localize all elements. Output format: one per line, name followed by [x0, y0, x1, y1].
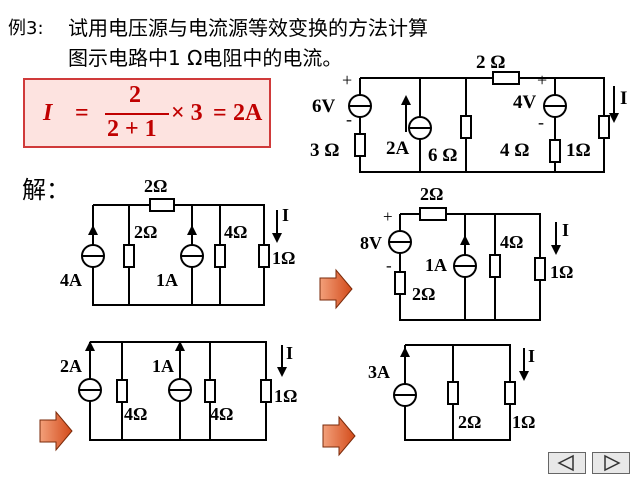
d-label-1ohm: 1Ω: [512, 412, 536, 432]
main-resistor-1ohm: [598, 115, 610, 139]
b-label-minus: -: [386, 256, 392, 275]
main-label-top-res: 2 Ω: [476, 52, 506, 73]
main-label-current: I: [620, 88, 628, 109]
a-label-2ohm: 2Ω: [134, 222, 158, 242]
a-label-4a: 4A: [60, 270, 82, 290]
circuit-b: [388, 207, 561, 321]
next-slide-button[interactable]: [592, 452, 630, 474]
formula-result: 2A: [233, 100, 263, 126]
main-label-1ohm: 1Ω: [566, 140, 591, 161]
a-label-4ohm: 4Ω: [224, 222, 248, 242]
main-label-6v: 6V: [312, 96, 336, 117]
formula-eq2: =: [213, 100, 227, 126]
main-label-3ohm: 3 Ω: [310, 140, 340, 161]
a-label-1a: 1A: [156, 270, 178, 290]
arrow-right-1: [319, 268, 353, 310]
transform-arrows: [39, 268, 356, 457]
prev-slide-button[interactable]: [548, 452, 586, 474]
c-label-4ohm-a: 4Ω: [124, 404, 148, 424]
b-label-plus: +: [383, 207, 393, 226]
example-label: 例3:: [8, 18, 44, 39]
main-top-resistor: [492, 71, 520, 85]
circuit-a: [81, 198, 282, 306]
c-label-4ohm-b: 4Ω: [210, 404, 234, 424]
b-label-2ohm: 2Ω: [412, 284, 436, 304]
formula-eq1: =: [75, 100, 89, 126]
d-label-current: I: [528, 346, 536, 366]
main-label-plus-left: +: [342, 70, 353, 90]
a-label-current: I: [282, 205, 290, 225]
main-resistor-3ohm: [354, 133, 366, 157]
formula-denominator: 2 + 1: [107, 116, 157, 142]
main-label-4ohm: 4 Ω: [500, 140, 530, 161]
solution-label: 解：: [22, 176, 70, 204]
problem-line-1: 试用电压源与电流源等效变换的方法计算: [68, 16, 428, 40]
main-circuit: [348, 71, 619, 173]
c-label-1ohm: 1Ω: [274, 386, 298, 406]
c-label-2a: 2A: [60, 356, 82, 376]
formula-lhs: I: [43, 100, 53, 126]
fraction-bar: [105, 113, 169, 115]
triangle-right-icon: [604, 454, 621, 472]
b-label-4ohm: 4Ω: [500, 232, 524, 252]
b-label-8v: 8V: [360, 233, 382, 253]
arrow-right-2: [39, 410, 73, 452]
b-label-1ohm: 1Ω: [550, 262, 574, 282]
d-label-3a: 3A: [368, 362, 390, 382]
arrow-right-3: [322, 415, 356, 457]
a-label-1ohm: 1Ω: [272, 248, 296, 268]
formula-times: × 3: [171, 100, 203, 126]
d-label-2ohm: 2Ω: [458, 412, 482, 432]
formula-numerator: 2: [129, 82, 141, 108]
main-resistor-6ohm: [460, 115, 472, 139]
circuit-d: [393, 344, 529, 441]
c-label-current: I: [286, 343, 294, 363]
c-label-1a: 1A: [152, 356, 174, 376]
formula-box: I = 2 2 + 1 × 3 = 2A: [23, 78, 271, 148]
problem-line-2: 图示电路中1 Ω电阻中的电流。: [68, 46, 343, 70]
main-resistor-4ohm: [549, 139, 561, 163]
a-label-top-res: 2Ω: [144, 176, 168, 196]
main-label-plus-right: +: [537, 70, 548, 90]
circuit-c: [78, 341, 287, 441]
b-label-1a: 1A: [425, 255, 447, 275]
main-label-2a: 2A: [386, 138, 410, 159]
b-label-current: I: [562, 220, 570, 240]
main-label-6ohm: 6 Ω: [428, 145, 458, 166]
triangle-left-icon: [557, 454, 574, 472]
b-label-top-res: 2Ω: [420, 184, 444, 204]
main-label-minus-left: -: [346, 109, 352, 129]
main-label-minus-right: -: [538, 112, 544, 132]
main-label-4v: 4V: [513, 92, 537, 113]
